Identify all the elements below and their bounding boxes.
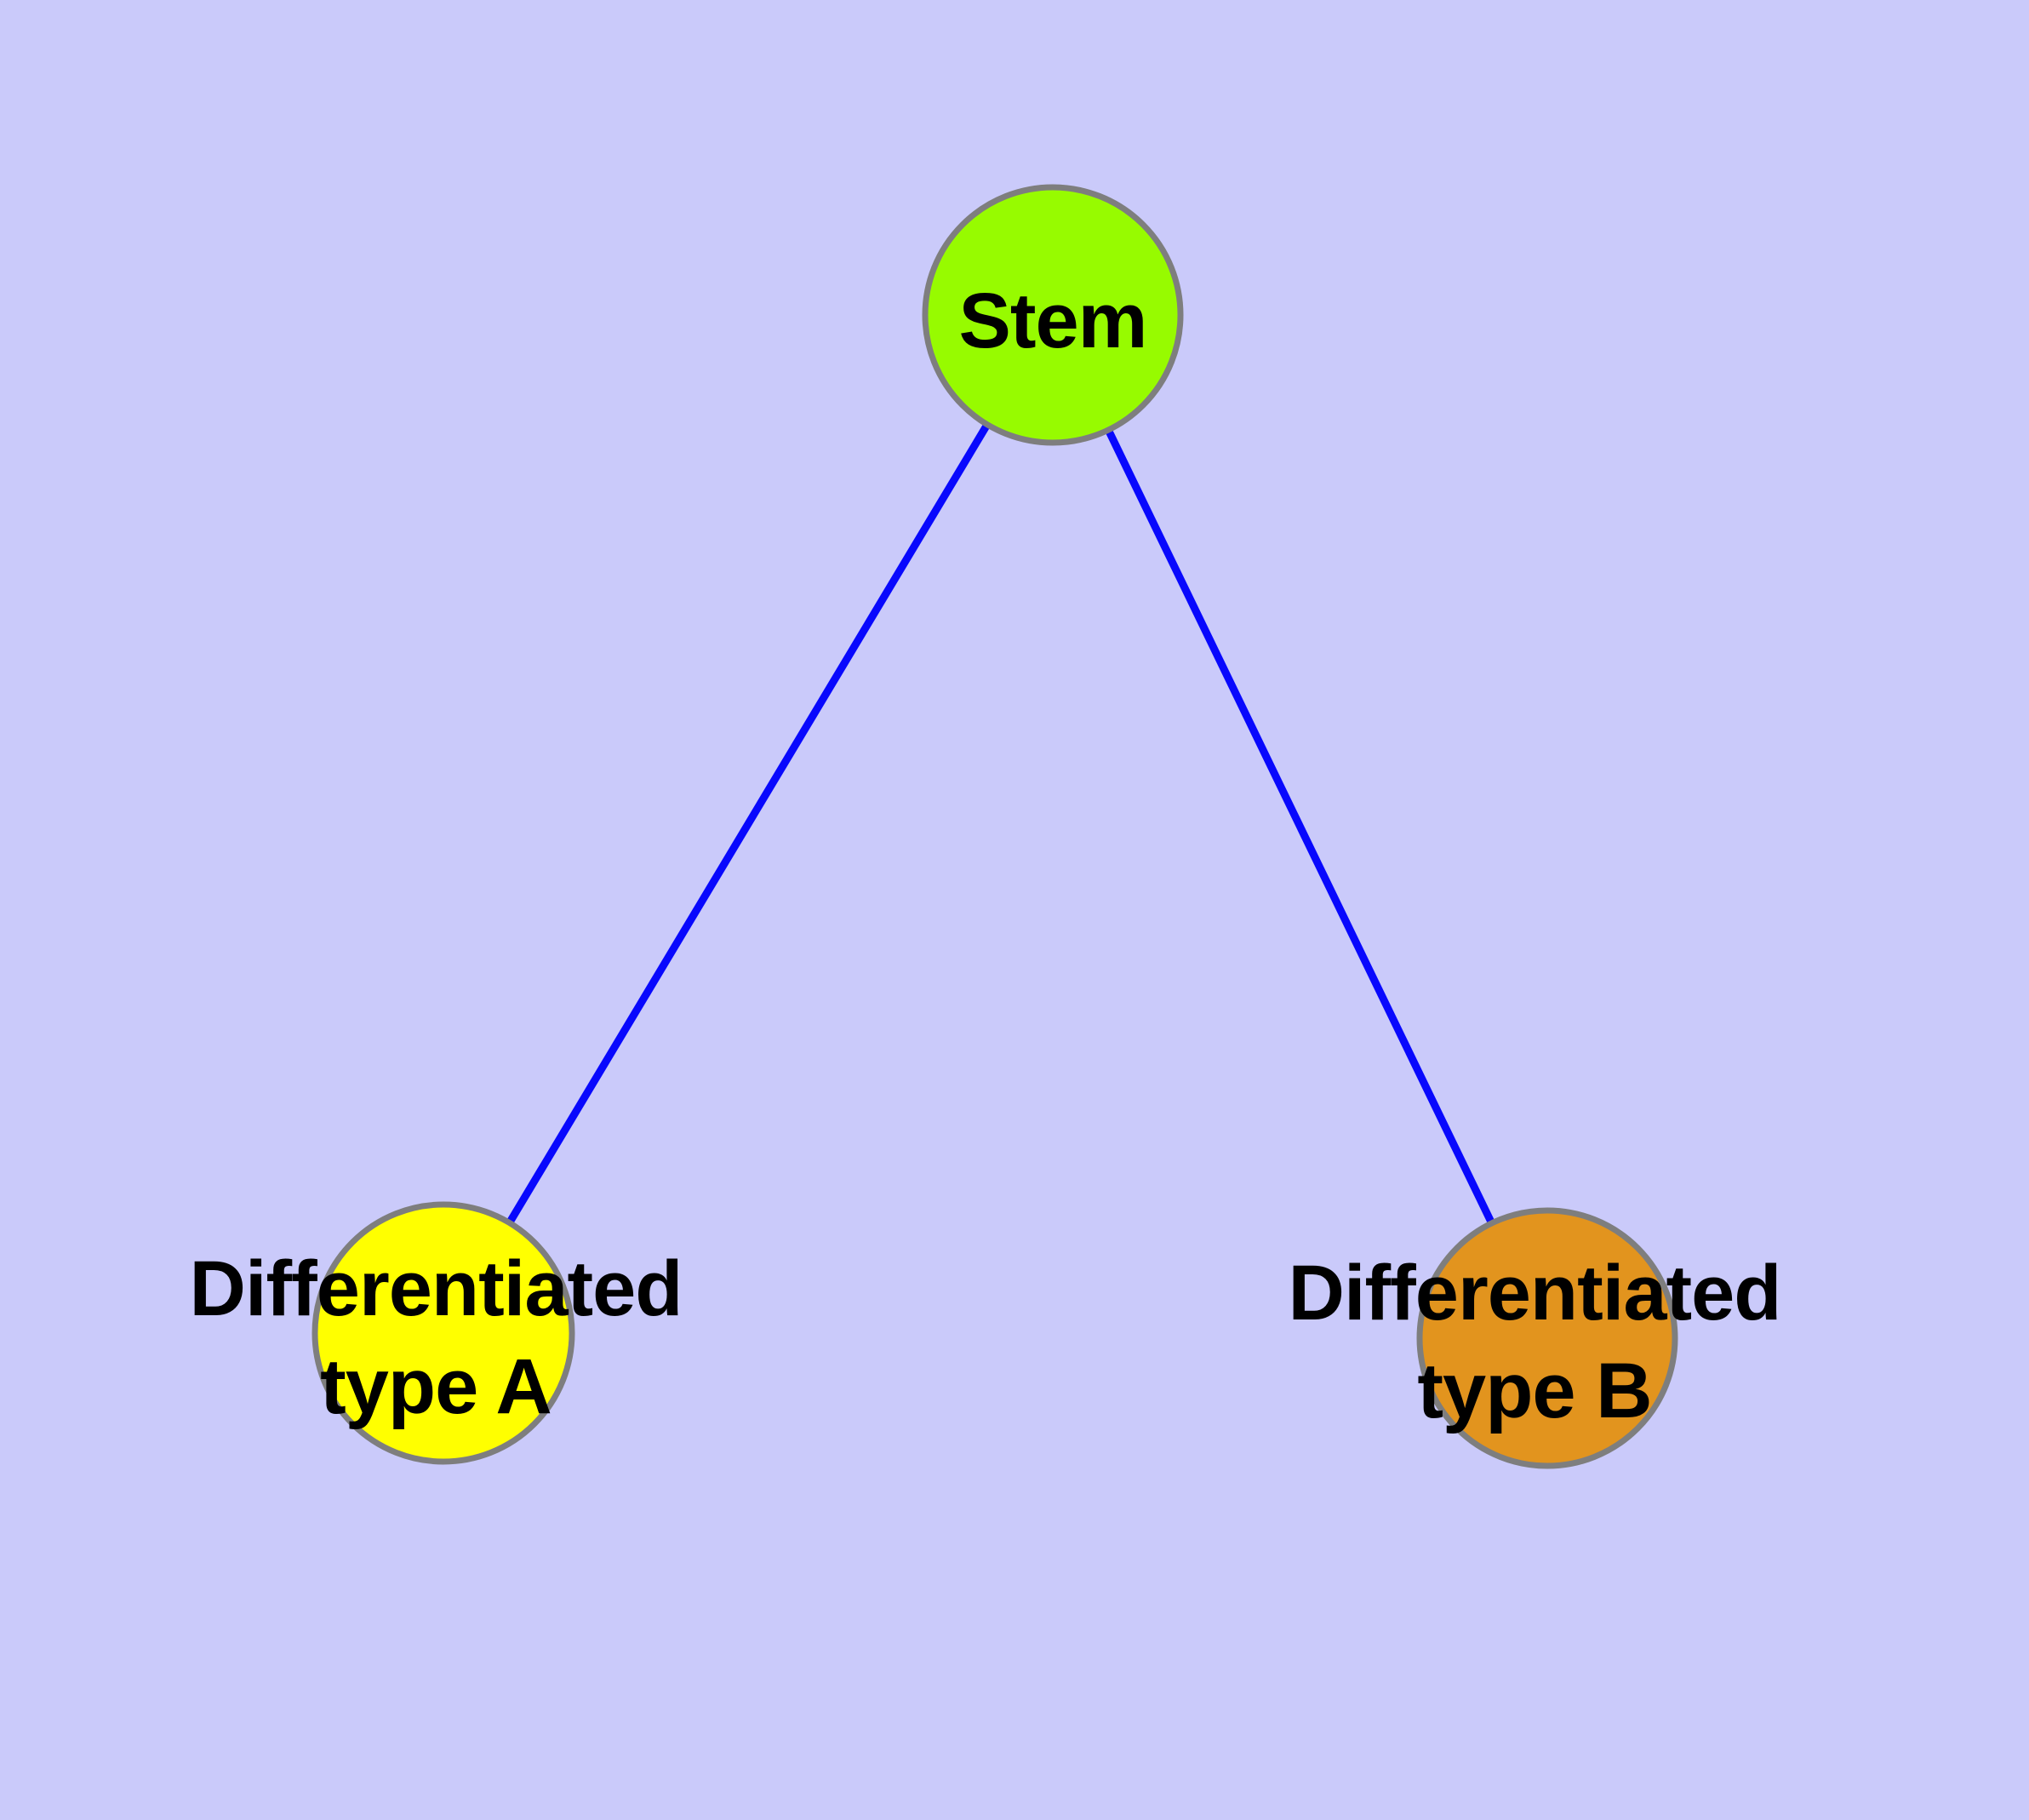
node-stem-label: Stem	[959, 278, 1147, 364]
node-differentiated-type-a	[311, 1201, 575, 1465]
node-stem	[922, 184, 1184, 446]
node-type-b-label-line1: Differentiated	[1289, 1250, 1781, 1336]
edge-stem-to-type-b	[1049, 313, 1552, 1340]
node-type-a-label-line1: Differentiated	[190, 1245, 683, 1332]
node-type-a-label-line2: type A	[320, 1343, 552, 1430]
node-differentiated-type-b	[1416, 1207, 1678, 1469]
node-type-b-label-line2: type B	[1417, 1348, 1651, 1434]
edge-stem-to-type-a	[440, 312, 1056, 1336]
